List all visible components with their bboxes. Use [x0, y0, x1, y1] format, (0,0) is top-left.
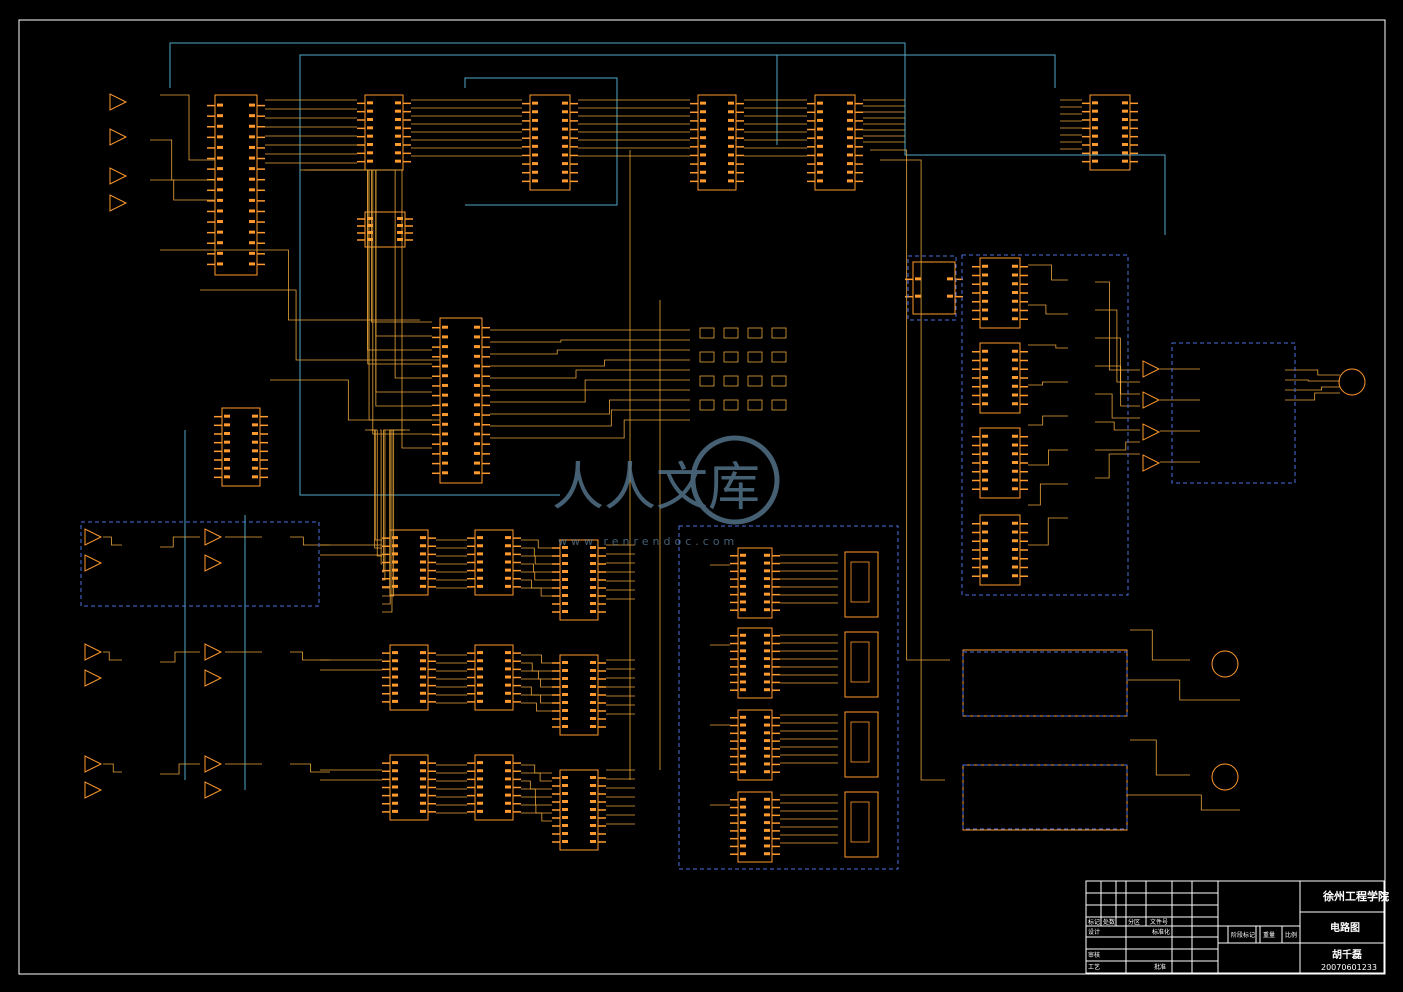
ic-chip-18 — [737, 547, 773, 619]
watermark-ring-icon — [690, 435, 780, 525]
dashed-group-boxes — [80, 254, 1296, 870]
ic-chip-20 — [737, 709, 773, 781]
label-process: 工艺 — [1088, 963, 1100, 971]
label-mark: 标记 — [1088, 918, 1100, 926]
drawing-frame — [18, 19, 1386, 975]
ic-chip-21 — [737, 791, 773, 863]
ic-chip-8 — [221, 407, 261, 487]
label-weight: 重量 — [1263, 931, 1275, 939]
label-count: 处数 — [1103, 918, 1115, 926]
motor-y-icon — [1211, 763, 1239, 791]
bus-lines — [169, 42, 1166, 790]
label-review: 审核 — [1088, 951, 1100, 959]
title-block-text: 徐州工程学院 电路图 胡千磊 20070601233 标记 处数 分区 文件号 … — [1088, 889, 1389, 972]
watermark-brand: 人人文库 — [552, 458, 760, 518]
label-design: 设计 — [1088, 928, 1100, 936]
ic-chip-28 — [912, 261, 956, 315]
stepper-motor-icon — [1338, 368, 1366, 396]
ic-chip-5 — [1089, 94, 1131, 171]
motor-symbols — [1211, 368, 1366, 791]
label-doc-no: 文件号 — [1150, 918, 1168, 926]
title-block — [1085, 880, 1385, 974]
ic-chip-4 — [814, 94, 856, 191]
label-scale: 比例 — [1285, 931, 1297, 939]
drawing-name: 电路图 — [1330, 921, 1360, 934]
ic-chips — [84, 93, 1161, 863]
ic-chip-3 — [697, 94, 737, 191]
wiring — [103, 94, 1340, 844]
label-approve: 批准 — [1154, 963, 1166, 971]
ic-chip-19 — [737, 627, 773, 699]
designer-name: 胡千磊 — [1332, 948, 1362, 961]
label-stage: 阶段标记 — [1231, 931, 1255, 939]
label-zone: 分区 — [1128, 918, 1140, 926]
ic-chip-0 — [214, 94, 258, 276]
ic-chip-2 — [529, 94, 571, 191]
ic-chip-6 — [364, 211, 406, 248]
motor-x-icon — [1211, 650, 1239, 678]
ic-chip-7 — [439, 317, 483, 484]
watermark-url: www.renrendoc.com — [558, 535, 738, 548]
drawing-number: 20070601233 — [1321, 963, 1377, 972]
watermark: 人人文库 www.renrendoc.com — [552, 435, 780, 548]
school-name: 徐州工程学院 — [1322, 889, 1389, 903]
label-standard: 标准化 — [1152, 928, 1170, 936]
